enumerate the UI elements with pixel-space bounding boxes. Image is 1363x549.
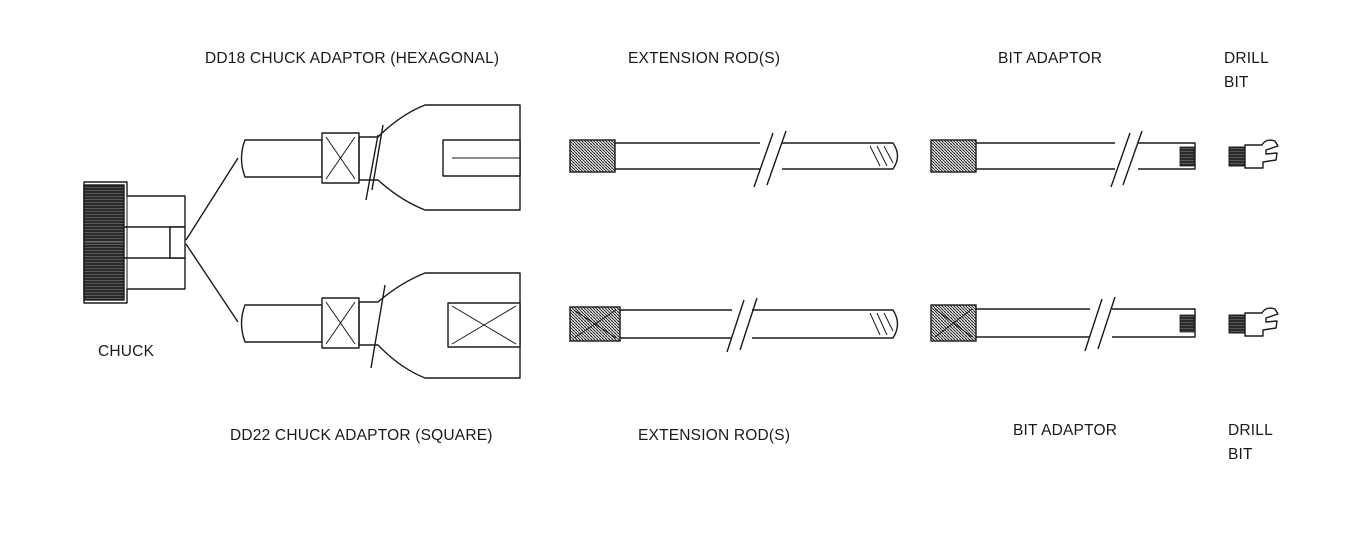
- label-top-drill-bit: DRILL BIT: [1224, 50, 1269, 92]
- top-extension-rod-drawing: [569, 130, 899, 188]
- bottom-drill-bit-drawing: [1228, 307, 1279, 337]
- connector-line-top: [185, 157, 239, 241]
- dd18-chuck-adaptor-drawing: [240, 104, 521, 211]
- label-top-extension-rods: EXTENSION ROD(S): [628, 50, 781, 67]
- bottom-extension-rod-drawing: [569, 297, 899, 353]
- label-dd18-chuck-adaptor: DD18 CHUCK ADAPTOR (HEXAGONAL): [205, 50, 500, 67]
- label-top-bit-adaptor: BIT ADAPTOR: [998, 50, 1103, 67]
- top-bit-adaptor-drawing: [930, 130, 1196, 188]
- chuck-part: [83, 181, 186, 304]
- label-chuck: CHUCK: [98, 343, 155, 360]
- label-dd22-chuck-adaptor: DD22 CHUCK ADAPTOR (SQUARE): [230, 427, 493, 444]
- bottom-bit-adaptor-drawing: [930, 296, 1196, 352]
- label-bottom-extension-rods: EXTENSION ROD(S): [638, 427, 791, 444]
- dd22-chuck-adaptor-drawing: [240, 272, 521, 379]
- label-bottom-drill-bit: DRILL BIT: [1228, 422, 1273, 464]
- top-drill-bit-drawing: [1228, 139, 1279, 169]
- connector-line-bottom: [185, 243, 239, 323]
- label-bottom-bit-adaptor: BIT ADAPTOR: [1013, 422, 1118, 439]
